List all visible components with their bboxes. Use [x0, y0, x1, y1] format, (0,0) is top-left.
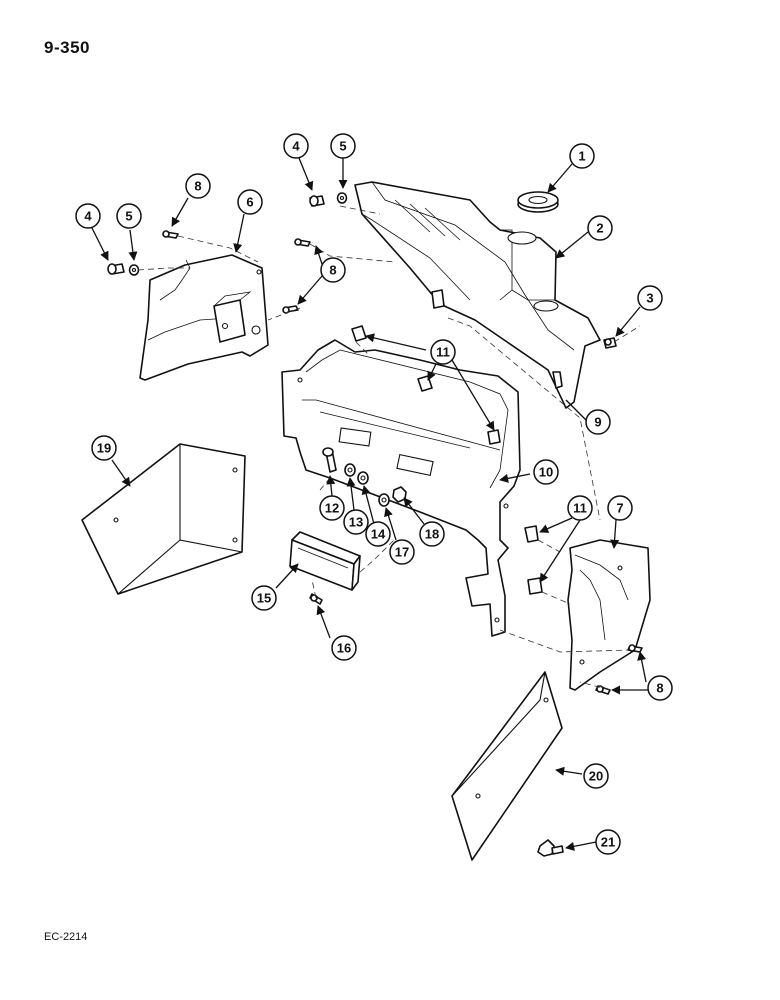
- callout-3: 3: [637, 285, 663, 311]
- svg-text:21: 21: [601, 835, 615, 850]
- callout-leaders: [90, 157, 648, 851]
- svg-text:7: 7: [616, 501, 623, 516]
- document-code: EC-2214: [44, 931, 88, 943]
- callout-18: 18: [419, 521, 445, 547]
- callout-7: 7: [607, 495, 633, 521]
- svg-text:9: 9: [594, 415, 601, 430]
- svg-text:4: 4: [292, 139, 300, 154]
- svg-text:5: 5: [339, 139, 346, 154]
- svg-text:17: 17: [395, 545, 409, 560]
- callout-12: 12: [319, 495, 345, 521]
- callout-4-left: 4: [75, 203, 101, 229]
- page-number: 9-350: [44, 38, 90, 57]
- svg-text:12: 12: [325, 501, 339, 516]
- svg-text:16: 16: [337, 641, 351, 656]
- callout-9: 9: [585, 409, 611, 435]
- svg-text:13: 13: [349, 515, 363, 530]
- switch-block: [289, 531, 361, 591]
- callout-21: 21: [595, 829, 621, 855]
- callout-20: 20: [583, 763, 609, 789]
- svg-text:15: 15: [257, 591, 271, 606]
- left-cover: [139, 254, 269, 381]
- callout-8-right: 8: [647, 675, 673, 701]
- svg-text:8: 8: [194, 179, 201, 194]
- callout-6: 6: [237, 189, 263, 215]
- callout-11-lower: 11: [567, 495, 593, 521]
- callout-2: 2: [587, 215, 613, 241]
- assembly-lines: [137, 205, 641, 691]
- callout-15: 15: [251, 585, 277, 611]
- right-kick-plate: [451, 671, 563, 861]
- callout-14: 14: [365, 521, 391, 547]
- callout-5-left: 5: [116, 203, 142, 229]
- svg-text:10: 10: [539, 465, 553, 480]
- callout-11-upper: 11: [430, 339, 456, 365]
- callout-4-upper: 4: [283, 133, 309, 159]
- callout-8-mid: 8: [320, 257, 346, 283]
- svg-text:14: 14: [371, 527, 386, 542]
- svg-text:11: 11: [436, 345, 450, 360]
- svg-text:8: 8: [656, 681, 663, 696]
- svg-text:1: 1: [578, 149, 585, 164]
- svg-text:3: 3: [646, 291, 653, 306]
- svg-text:6: 6: [246, 195, 253, 210]
- callout-10: 10: [533, 459, 559, 485]
- svg-text:11: 11: [573, 501, 587, 516]
- svg-text:2: 2: [596, 221, 603, 236]
- left-kick-plate: [81, 443, 246, 595]
- upper-duct-housing: [354, 181, 601, 409]
- svg-text:18: 18: [425, 527, 439, 542]
- callout-8-top: 8: [185, 173, 211, 199]
- svg-text:19: 19: [97, 441, 111, 456]
- callout-19: 19: [91, 435, 117, 461]
- callout-13: 13: [343, 509, 369, 535]
- callout-16: 16: [331, 635, 357, 661]
- right-cover: [567, 539, 651, 691]
- callout-1: 1: [569, 143, 595, 169]
- callout-5-upper: 5: [330, 133, 356, 159]
- svg-text:5: 5: [125, 209, 132, 224]
- callout-bubbles: 1 2 3 4 4 5 5 6 7 8 8 8 9 10 11 11 12 13…: [75, 133, 673, 855]
- svg-text:8: 8: [329, 263, 336, 278]
- callout-17: 17: [389, 539, 415, 565]
- svg-text:4: 4: [84, 209, 92, 224]
- svg-text:20: 20: [589, 769, 603, 784]
- grommet: [517, 191, 559, 213]
